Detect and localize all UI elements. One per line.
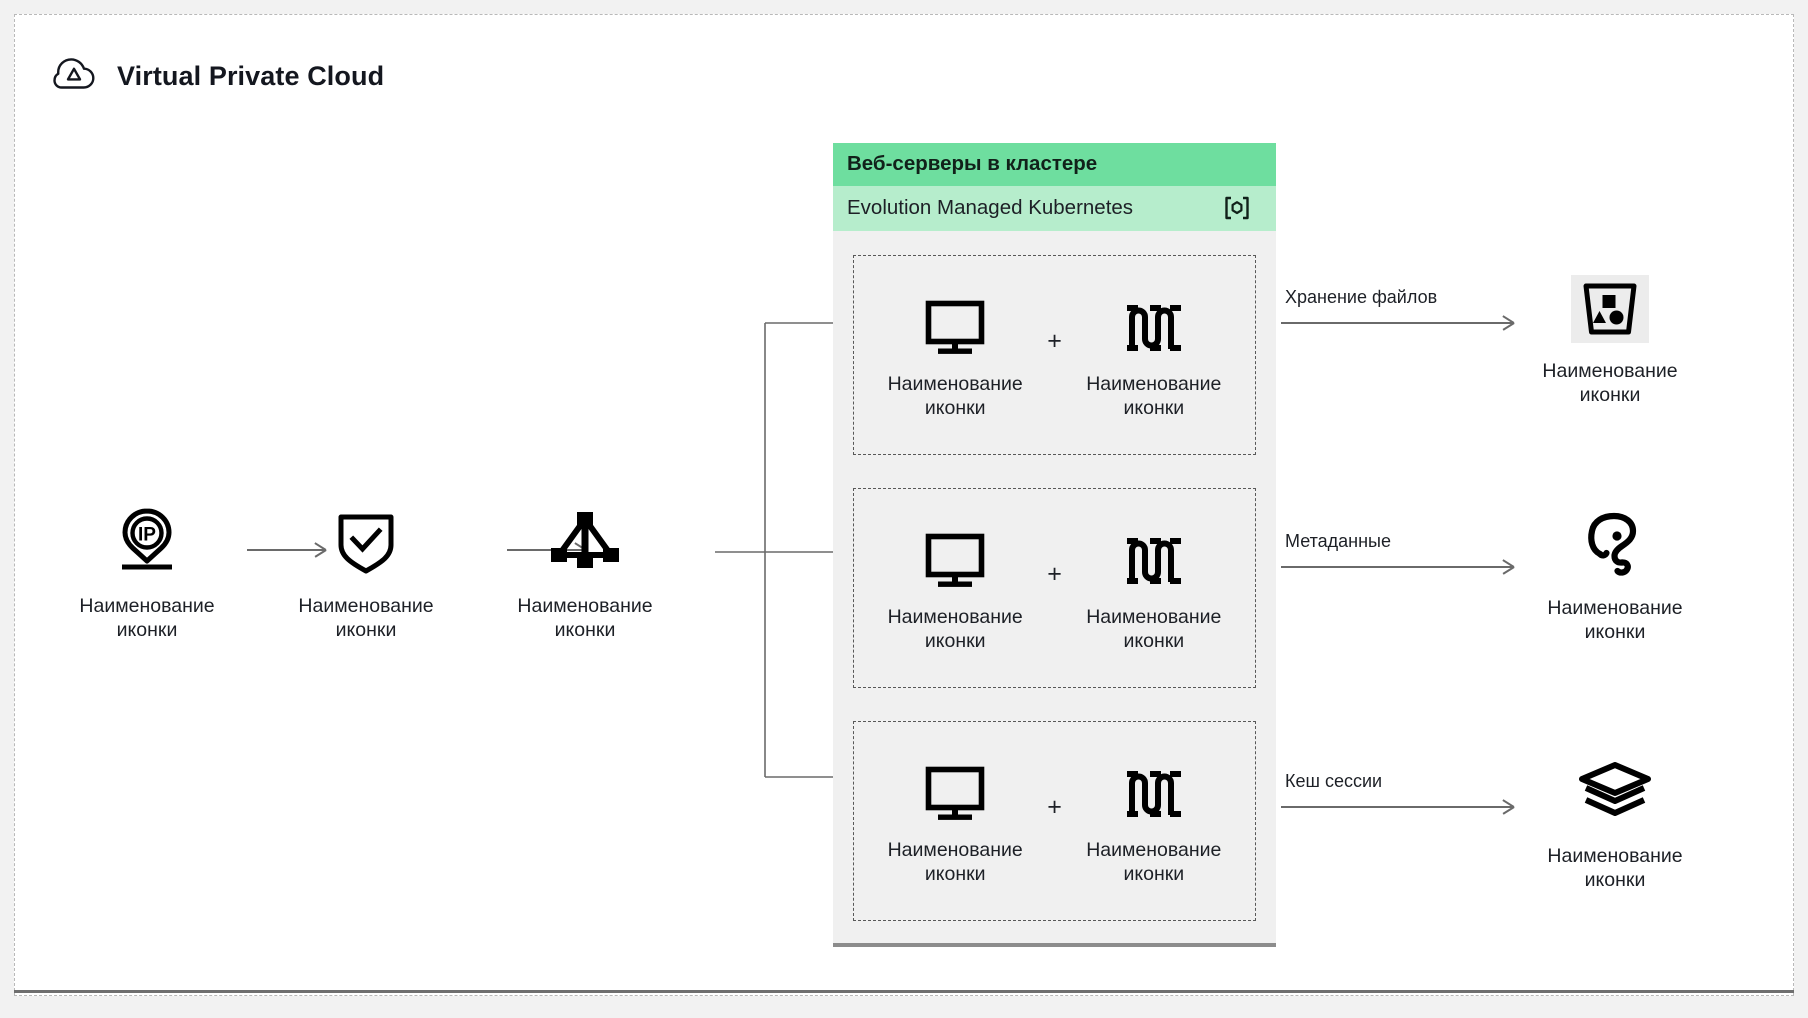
cloud-triangle-icon [53, 57, 95, 96]
page-title: Virtual Private Cloud [117, 61, 385, 91]
layers-stack-icon [1578, 755, 1652, 833]
flow-node-caption: Наименование иконки [517, 595, 653, 641]
service-object-storage[interactable]: Наименование иконки [1490, 270, 1730, 408]
s3-bucket-icon [1571, 270, 1649, 348]
flow-node-firewall[interactable]: Наименование иконки [266, 507, 466, 643]
service-caption: Наименование иконки [1547, 845, 1683, 891]
icon-plate [1571, 275, 1649, 343]
cluster-pod[interactable]: Наименование иконки + [853, 721, 1256, 921]
pod-member-web-server[interactable]: Наименование иконки [871, 763, 1039, 887]
cluster-service-bar[interactable]: Evolution Managed Kubernetes [833, 186, 1276, 231]
flow-node-caption: Наименование иконки [79, 595, 215, 641]
flow-node-load-balancer[interactable]: Наименование иконки [485, 507, 685, 643]
vpc-boundary: Virtual Private Cloud IP Наименование ик… [14, 14, 1794, 996]
arrow-shaft [1281, 806, 1513, 808]
arrow-to-metadata-db: Метаданные [1281, 531, 1513, 573]
pod-member-web-server[interactable]: Наименование иконки [871, 297, 1039, 421]
arrow-label: Хранение файлов [1285, 287, 1438, 307]
arrow-ip-to-firewall [247, 544, 325, 556]
arrow-firewall-to-load-balancer [507, 544, 585, 556]
pod-member-caption: Наименование иконки [887, 606, 1023, 652]
postgresql-icon [1584, 507, 1646, 585]
page-bottom-rule [14, 990, 1794, 993]
cluster-pod[interactable]: Наименование иконки + [853, 255, 1256, 455]
arrow-shaft [1281, 322, 1513, 324]
pod-plus-separator: + [1047, 792, 1062, 821]
monitor-icon [925, 297, 985, 359]
arrow-to-object-storage: Хранение файлов [1281, 287, 1513, 329]
load-balancer-icon [549, 507, 621, 581]
arrow-shaft [507, 549, 585, 551]
kubernetes-hexagon-icon [1220, 195, 1254, 221]
ip-pin-icon: IP [114, 507, 180, 581]
cluster-pod[interactable]: Наименование иконки + [853, 488, 1256, 688]
cluster-service-name: Evolution Managed Kubernetes [847, 196, 1134, 219]
pod-plus-separator: + [1047, 326, 1062, 355]
monitor-icon [925, 763, 985, 825]
database-meander-icon [1122, 297, 1186, 359]
service-caption: Наименование иконки [1542, 360, 1678, 406]
arrow-shaft [1281, 566, 1513, 568]
pod-member-database[interactable]: Наименование иконки [1070, 530, 1238, 654]
arrow-to-session-cache: Кеш сессии [1281, 771, 1513, 813]
kubernetes-cluster-panel: Веб-серверы в кластере Evolution Managed… [833, 143, 1276, 947]
svg-text:IP: IP [138, 525, 156, 546]
arrow-label: Метаданные [1285, 531, 1392, 551]
cluster-title: Веб-серверы в кластере [833, 143, 1276, 186]
pod-member-caption: Наименование иконки [887, 373, 1023, 419]
flow-node-caption: Наименование иконки [298, 595, 434, 641]
monitor-icon [925, 530, 985, 592]
pod-member-caption: Наименование иконки [1086, 839, 1222, 885]
pod-plus-separator: + [1047, 559, 1062, 588]
pod-member-caption: Наименование иконки [1086, 373, 1222, 419]
pod-member-web-server[interactable]: Наименование иконки [871, 530, 1039, 654]
pod-member-caption: Наименование иконки [887, 839, 1023, 885]
pod-member-database[interactable]: Наименование иконки [1070, 297, 1238, 421]
pod-member-database[interactable]: Наименование иконки [1070, 763, 1238, 887]
pod-member-caption: Наименование иконки [1086, 606, 1222, 652]
vpc-header: Virtual Private Cloud [53, 57, 384, 96]
service-metadata-db[interactable]: Наименование иконки [1495, 507, 1735, 645]
database-meander-icon [1122, 530, 1186, 592]
arrow-label: Кеш сессии [1285, 771, 1383, 791]
cluster-pod-list: Наименование иконки + [833, 231, 1276, 947]
service-caption: Наименование иконки [1547, 597, 1683, 643]
arrow-shaft [247, 549, 325, 551]
database-meander-icon [1122, 763, 1186, 825]
shield-check-icon [333, 507, 399, 581]
service-session-cache[interactable]: Наименование иконки [1495, 755, 1735, 893]
flow-node-public-ip[interactable]: IP Наименование иконки [47, 507, 247, 643]
